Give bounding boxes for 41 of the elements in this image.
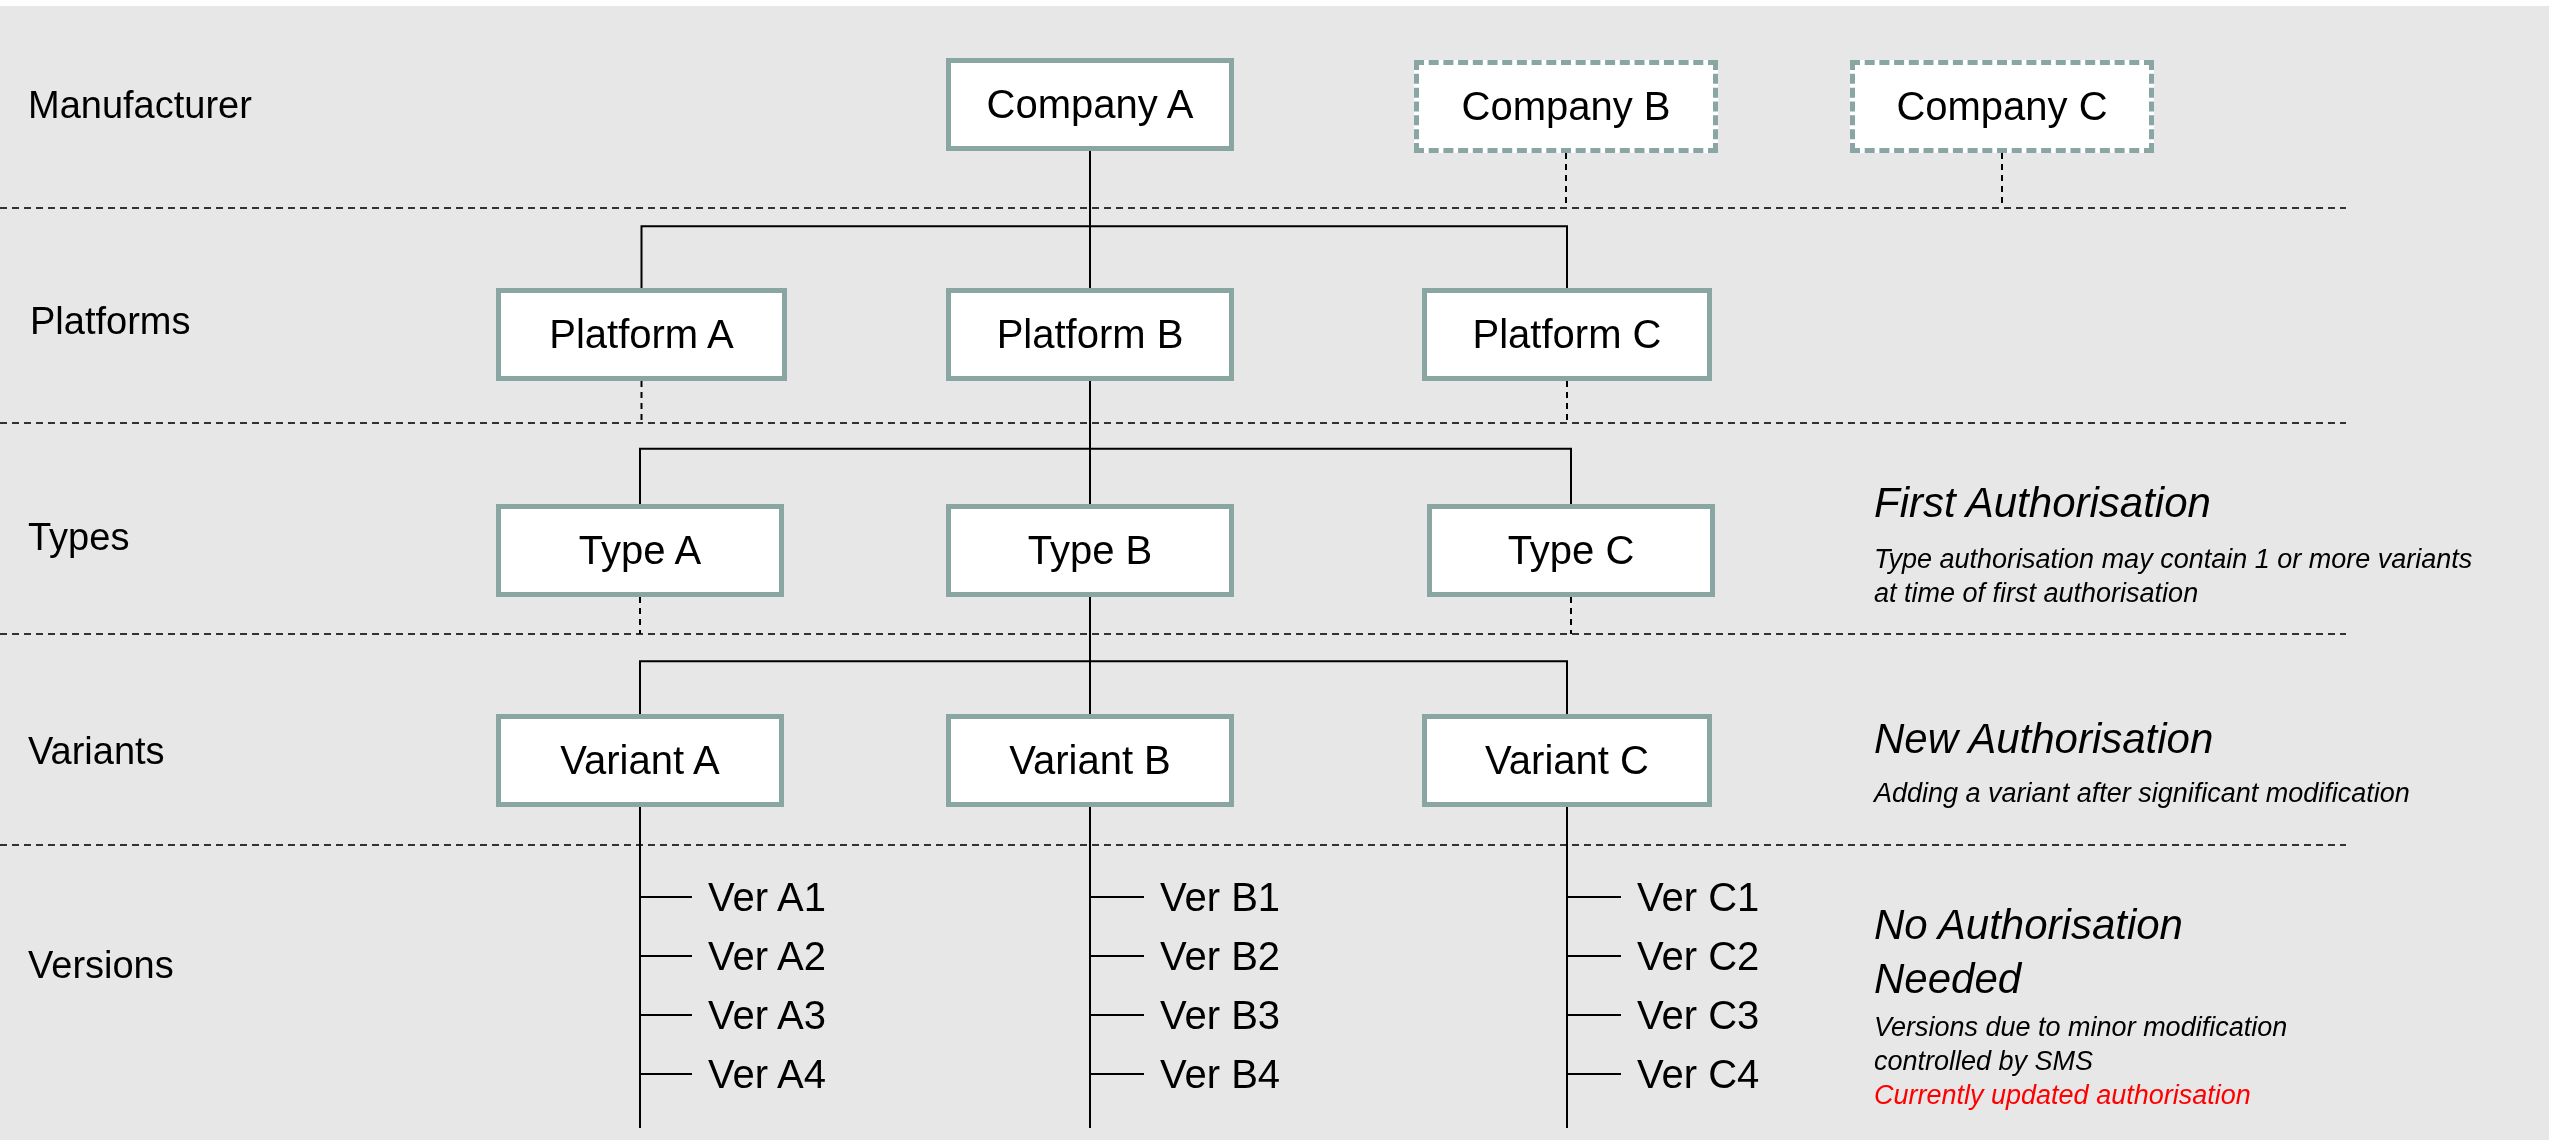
version-label: Ver C2: [1637, 932, 1760, 980]
annotation-note: Type authorisation may contain 1 or more variants at time of first authorisation: [1874, 543, 2474, 610]
version-label: Ver B4: [1160, 1050, 1281, 1098]
annotation-heading: First Authorisation: [1874, 478, 2211, 528]
hierarchy-box: Company C: [1850, 60, 2154, 153]
annotation-heading: New Authorisation: [1874, 714, 2214, 764]
connector-line: [1566, 806, 1622, 1129]
version-label: Ver B3: [1160, 991, 1281, 1039]
hierarchy-box: Type B: [946, 504, 1234, 597]
version-label: Ver C4: [1637, 1050, 1760, 1098]
hierarchy-box: Type A: [496, 504, 784, 597]
version-label: Ver A4: [708, 1050, 826, 1098]
hierarchy-box: Variant C: [1422, 714, 1712, 807]
version-label: Ver A1: [708, 873, 826, 921]
annotation-note: Currently updated authorisation: [1874, 1079, 2251, 1112]
connector-line: [1089, 806, 1145, 1129]
row-heading: Variants: [28, 729, 165, 774]
version-label: Ver C3: [1637, 991, 1760, 1039]
hierarchy-box: Variant B: [946, 714, 1234, 807]
row-heading: Platforms: [30, 299, 191, 344]
version-label: Ver A3: [708, 991, 826, 1039]
dashed-stub-line: [639, 596, 641, 635]
version-label: Ver B2: [1160, 932, 1281, 980]
row-heading: Manufacturer: [28, 83, 252, 128]
hierarchy-box: Company B: [1414, 60, 1718, 153]
row-heading: Types: [28, 515, 130, 560]
version-label: Ver A2: [708, 932, 826, 980]
hierarchy-box: Platform A: [496, 288, 787, 381]
dashed-stub-line: [1570, 596, 1572, 635]
annotation-note: Versions due to minor modification controlled by SMS: [1874, 1011, 2289, 1078]
hierarchy-box: Type C: [1427, 504, 1715, 597]
hierarchy-box: Company A: [946, 58, 1234, 151]
hierarchy-box: Variant A: [496, 714, 784, 807]
annotation-note: Adding a variant after significant modification: [1874, 777, 2411, 810]
row-heading: Versions: [28, 943, 174, 988]
connector-line: [639, 806, 693, 1129]
hierarchy-box: Platform C: [1422, 288, 1712, 381]
hierarchy-box: Platform B: [946, 288, 1234, 381]
version-label: Ver C1: [1637, 873, 1760, 921]
annotation-heading: No Authorisation Needed: [1874, 900, 2184, 1004]
version-label: Ver B1: [1160, 873, 1281, 921]
